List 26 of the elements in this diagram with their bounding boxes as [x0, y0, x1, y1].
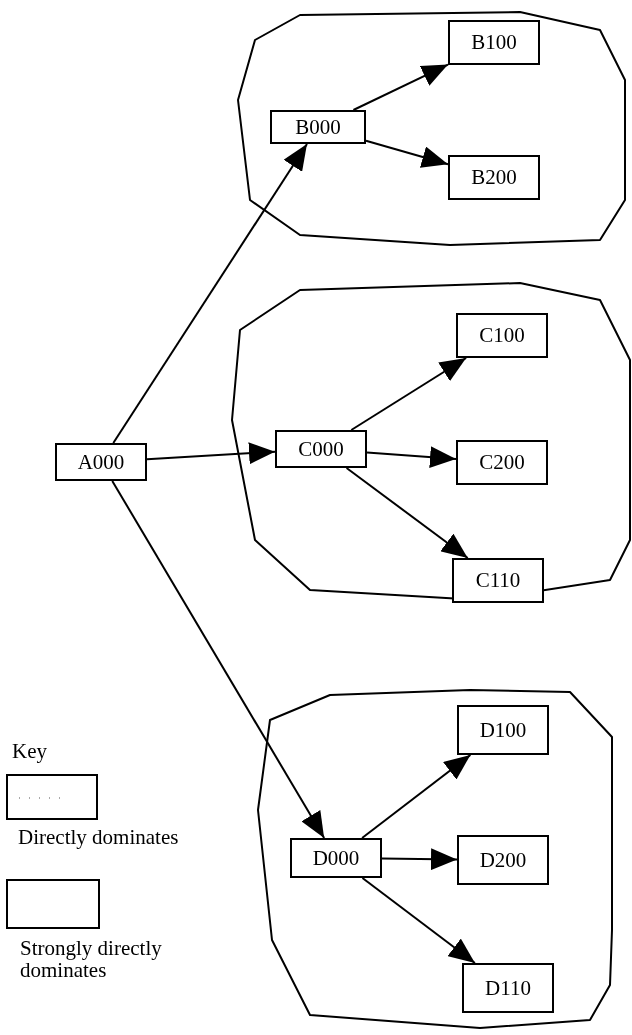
arrow: [146, 442, 276, 465]
key-heading: Key: [12, 740, 47, 763]
legend-text: Directly dominates: [18, 826, 180, 849]
arrow: [381, 848, 458, 871]
arrow: [361, 754, 472, 839]
arrow: [345, 467, 469, 559]
node-box: D200: [457, 835, 549, 885]
arrow: [366, 446, 457, 469]
node-box: B200: [448, 155, 540, 200]
node-box: D110: [462, 963, 554, 1013]
node-box: D000: [290, 838, 382, 878]
node-box: A000: [55, 443, 147, 481]
node-box: B100: [448, 20, 540, 65]
node-box: C200: [456, 440, 548, 485]
node-box: C110: [452, 558, 544, 603]
node-box: C100: [456, 313, 548, 358]
arrow: [361, 877, 476, 964]
arrow: [112, 143, 308, 444]
node-box: C000: [275, 430, 367, 468]
arrow: [365, 139, 449, 168]
arrow: [352, 63, 449, 111]
arrow: [350, 357, 468, 431]
legend-text: Strongly directly dominates: [20, 937, 163, 982]
node-box: D100: [457, 705, 549, 755]
arrow: [111, 480, 326, 839]
node-box: B000: [270, 110, 366, 144]
